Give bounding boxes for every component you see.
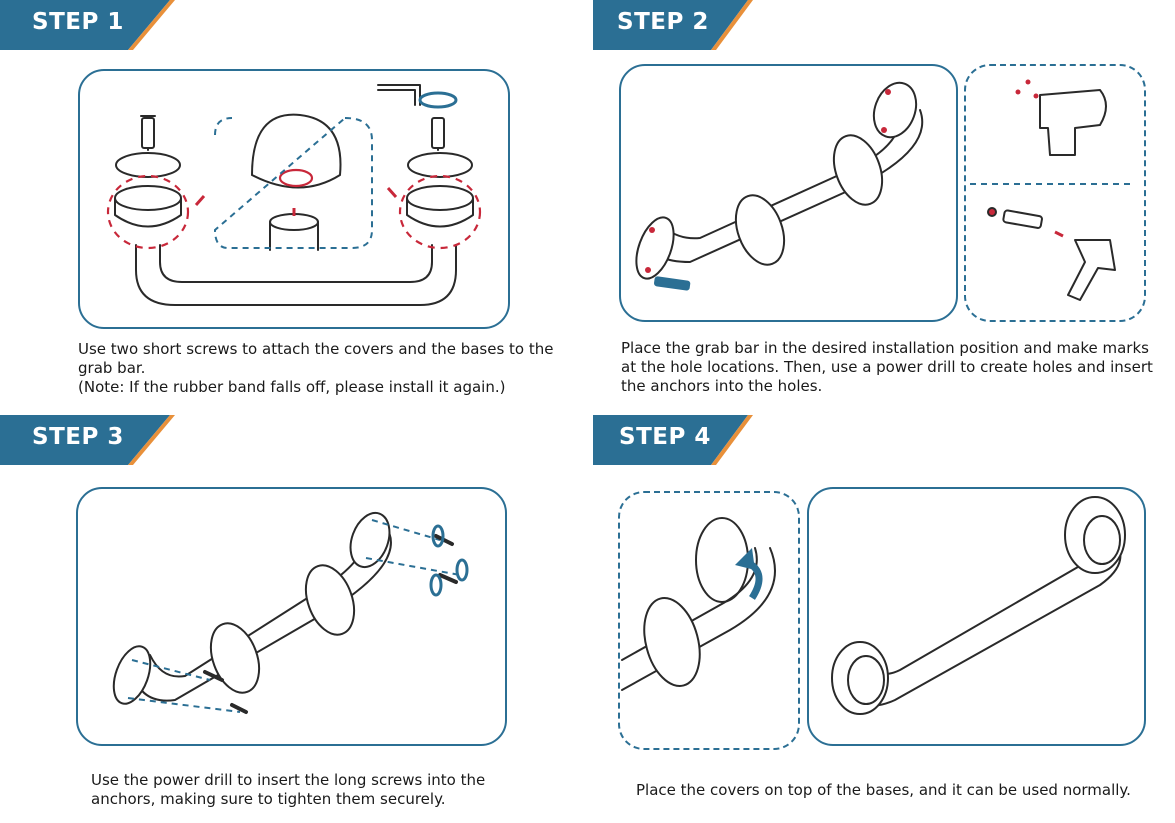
step-4-label: STEP 4: [619, 424, 711, 450]
step-2-badge: STEP 2: [593, 0, 753, 50]
step-2-caption-line: the anchors into the holes.: [621, 377, 823, 395]
step-2-tools-panel: [964, 64, 1146, 322]
step-1-caption-line: Use two short screws to attach the cover…: [78, 340, 554, 358]
step-2-caption-line: at the hole locations. Then, use a power…: [621, 358, 1153, 376]
step-3-label: STEP 3: [32, 424, 124, 450]
step-1-caption-line: grab bar.: [78, 359, 146, 377]
step-4-detail-panel: [618, 491, 800, 750]
step-3-caption-line: Use the power drill to insert the long s…: [91, 771, 486, 789]
step-4-caption: Place the covers on top of the bases, an…: [636, 781, 1131, 800]
step-3-badge: STEP 3: [0, 415, 175, 465]
step-3-caption-line: anchors, making sure to tighten them sec…: [91, 790, 446, 808]
step-2-caption-line: Place the grab bar in the desired instal…: [621, 339, 1149, 357]
step-1-label: STEP 1: [32, 9, 124, 35]
step-1-caption-line: (Note: If the rubber band falls off, ple…: [78, 378, 506, 396]
step-3-caption: Use the power drill to insert the long s…: [91, 771, 485, 809]
step-4-caption-line: Place the covers on top of the bases, an…: [636, 781, 1131, 799]
step-2-caption: Place the grab bar in the desired instal…: [621, 339, 1153, 396]
step-1-badge: STEP 1: [0, 0, 175, 50]
step-4-badge: STEP 4: [593, 415, 753, 465]
step-2-label: STEP 2: [617, 9, 709, 35]
step-1-caption: Use two short screws to attach the cover…: [78, 340, 554, 397]
